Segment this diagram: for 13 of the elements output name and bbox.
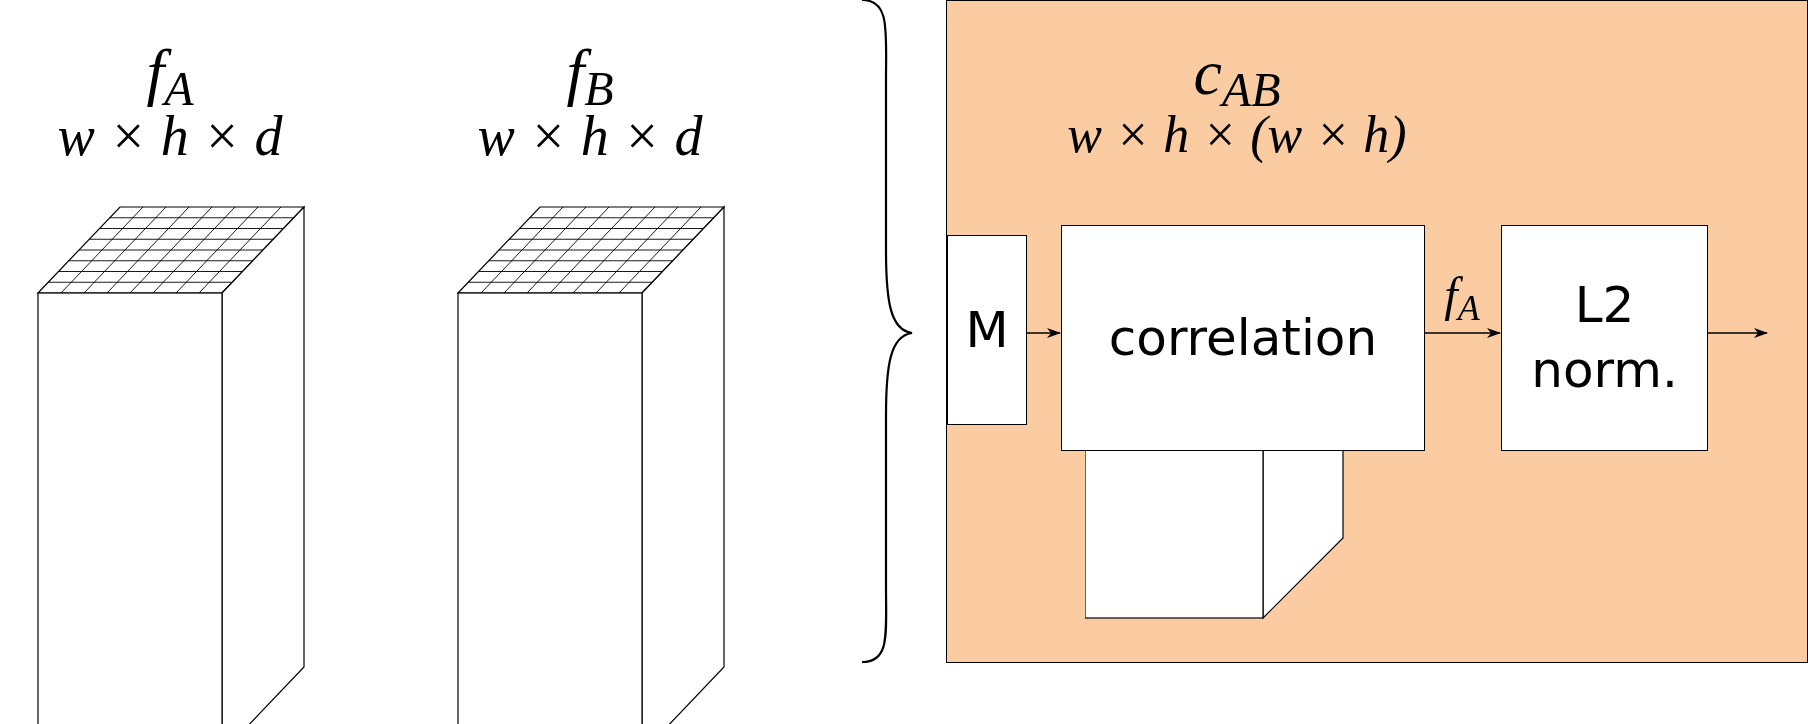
arrow — [1706, 328, 1768, 338]
tensor-symbol: c$_{AB}$ — [1193, 41, 1281, 105]
box-label: M — [965, 299, 1009, 361]
process-box — [1501, 225, 1708, 451]
arrow — [1423, 328, 1501, 338]
dimension-label: w × h × d — [477, 108, 703, 164]
correlation-panel — [946, 0, 1808, 663]
dimension-label: w × h × d — [57, 108, 283, 164]
box-label: correlation — [1108, 307, 1378, 369]
process-box — [947, 235, 1027, 425]
dimension-label: w × h × (w × h) — [1067, 109, 1407, 161]
arrow — [1025, 328, 1061, 338]
box-label: L2 norm. — [1530, 275, 1679, 401]
